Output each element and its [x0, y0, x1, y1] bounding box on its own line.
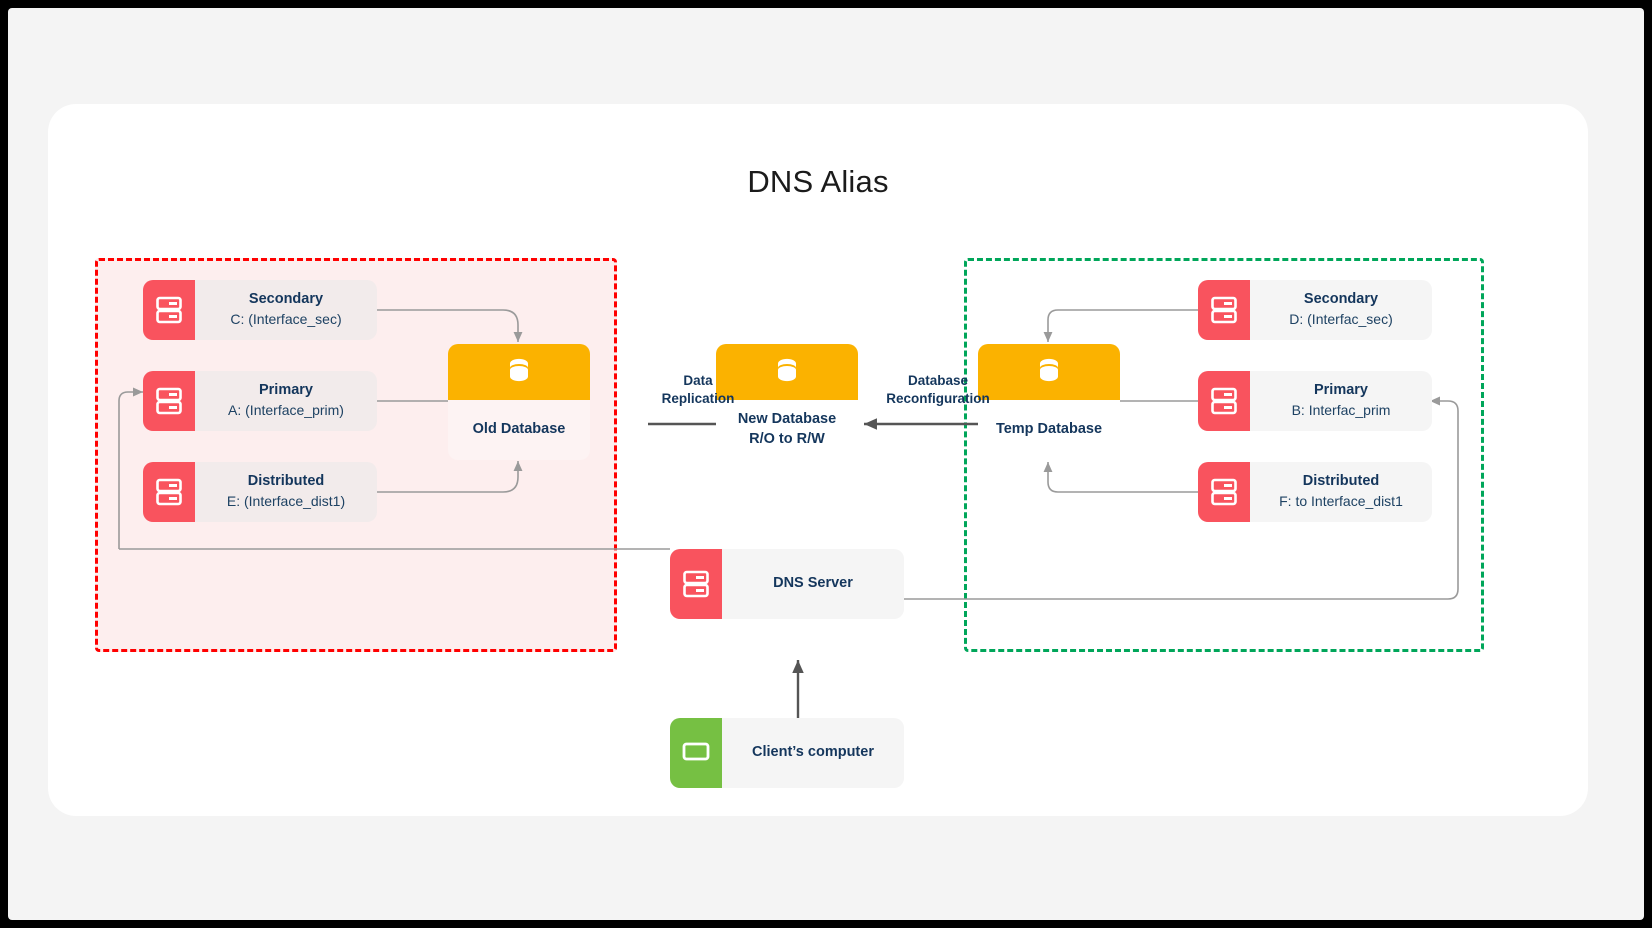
wire-secondary-to-temp-db: [1043, 309, 1198, 342]
wire-distributed-to-old-db: [377, 461, 523, 493]
node-subtitle: E: (Interface_dist1): [226, 492, 346, 509]
server-icon-glyph: [1211, 296, 1237, 324]
server-icon: [1198, 280, 1250, 340]
server-icon: [143, 280, 195, 340]
node-left-primary[interactable]: Primary A: (Interface_prim): [143, 371, 377, 431]
monitor-icon: [670, 718, 722, 788]
edge-label-data-replication: Data Replication: [623, 372, 773, 407]
database-label-line1: New Database: [737, 411, 837, 428]
diagram-canvas: DNS Alias: [48, 104, 1588, 816]
database-label-line2: R/O to R/W: [749, 431, 825, 447]
node-left-secondary[interactable]: Secondary C: (Interface_sec): [143, 280, 377, 340]
node-subtitle: C: (Interface_sec): [230, 310, 342, 327]
database-cylinder-glyph: [1040, 358, 1058, 382]
node-subtitle: A: (Interface_prim): [228, 401, 344, 418]
server-icon: [143, 371, 195, 431]
node-title: Client’s computer: [752, 744, 874, 761]
node-title: Primary: [258, 382, 313, 399]
new-environment-group: [964, 258, 1484, 652]
server-icon-glyph: [1211, 478, 1237, 506]
node-dns-server[interactable]: DNS Server: [670, 549, 904, 619]
node-subtitle: F: to Interface_dist1: [1279, 492, 1403, 509]
node-subtitle: B: Interfac_prim: [1291, 401, 1391, 418]
server-icon-glyph: [1211, 387, 1237, 415]
database-label: Temp Database: [995, 421, 1103, 438]
node-label: Distributed E: (Interface_dist1): [185, 462, 377, 522]
edge-label-line1: Data: [683, 373, 713, 388]
node-label: Primary B: Interfac_prim: [1240, 371, 1432, 431]
database-label: Old Database: [472, 421, 566, 438]
edge-label-line1: Database: [907, 373, 969, 388]
edge-label-line2: Replication: [661, 390, 735, 406]
node-label: Secondary D: (Interfac_sec): [1240, 280, 1432, 340]
wire-dns-to-right-primary-loop: [903, 396, 1459, 600]
page-title: DNS Alias: [747, 164, 889, 199]
node-title: Primary: [1313, 382, 1368, 399]
edge-label-line2: Reconfiguration: [886, 390, 990, 406]
server-icon-glyph: [683, 570, 709, 598]
server-icon-glyph: [156, 296, 182, 324]
monitor-icon-glyph: [682, 742, 710, 761]
wire-dns-to-primary-loop: [118, 387, 143, 549]
node-title: Distributed: [1302, 473, 1380, 490]
server-icon: [1198, 371, 1250, 431]
wire-distributed-to-temp-db: [1043, 462, 1198, 493]
database-cylinder-icon: [978, 344, 1120, 400]
server-icon: [670, 549, 722, 619]
database-cylinder-icon: [448, 344, 590, 400]
node-title: Secondary: [248, 291, 324, 308]
node-label: Primary A: (Interface_prim): [185, 371, 377, 431]
wire-secondary-to-old-db: [377, 309, 523, 342]
node-client-computer[interactable]: Client’s computer: [670, 718, 904, 788]
server-icon-glyph: [156, 478, 182, 506]
server-icon-glyph: [156, 387, 182, 415]
node-new-database[interactable]: New Database R/O to R/W: [716, 344, 858, 460]
node-title: Distributed: [247, 473, 325, 490]
node-title: DNS Server: [773, 575, 853, 592]
connector-layer: [118, 309, 1459, 718]
database-cylinder-glyph: [778, 358, 796, 382]
node-title: Secondary: [1303, 291, 1379, 308]
node-temp-database[interactable]: Temp Database: [978, 344, 1120, 460]
node-right-primary[interactable]: Primary B: Interfac_prim: [1198, 371, 1432, 431]
node-label: DNS Server: [712, 549, 904, 619]
node-subtitle: D: (Interfac_sec): [1289, 310, 1393, 327]
node-old-database[interactable]: Old Database: [448, 344, 590, 460]
edge-label-database-reconfiguration: Database Reconfiguration: [838, 372, 1038, 407]
database-cylinder-glyph: [510, 358, 528, 382]
node-left-distributed[interactable]: Distributed E: (Interface_dist1): [143, 462, 377, 522]
node-right-secondary[interactable]: Secondary D: (Interfac_sec): [1198, 280, 1432, 340]
node-label: Secondary C: (Interface_sec): [185, 280, 377, 340]
node-label: Distributed F: to Interface_dist1: [1240, 462, 1432, 522]
server-icon: [1198, 462, 1250, 522]
node-right-distributed[interactable]: Distributed F: to Interface_dist1: [1198, 462, 1432, 522]
server-icon: [143, 462, 195, 522]
node-label: Client’s computer: [712, 718, 904, 788]
database-cylinder-icon: [716, 344, 858, 400]
